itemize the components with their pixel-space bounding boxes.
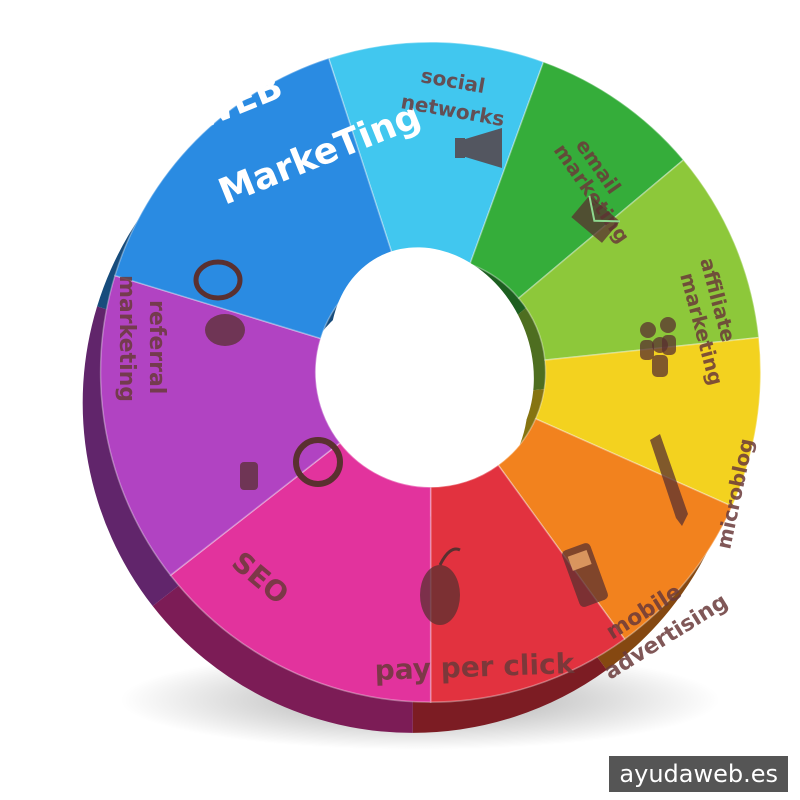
speech-bubbles-icon (193, 259, 245, 346)
ring-top (99, 41, 762, 703)
segment-referral (99, 274, 342, 577)
segment-seo (169, 441, 432, 703)
megaphone-icon (455, 128, 502, 168)
segment-ppc (429, 464, 626, 703)
envelope-icon (571, 195, 620, 243)
magnifier-icon (240, 437, 343, 490)
svg-text:referral: referral (144, 300, 169, 394)
watermark: ayudaweb.es (609, 756, 788, 792)
pencil-icon (650, 434, 688, 526)
ring-hole (330, 247, 534, 477)
mobile-phone-icon (562, 543, 608, 607)
segment-email (468, 61, 685, 300)
segment-affiliate (517, 158, 760, 361)
people-group-icon (640, 317, 676, 377)
segment-microblog (534, 336, 762, 508)
label-pay-per-click: pay per click (374, 647, 576, 687)
label-referral-marketing: referral marketing (114, 275, 169, 402)
svg-text:marketing: marketing (114, 275, 139, 402)
segment-mobile (497, 417, 734, 641)
mouse-icon (420, 547, 461, 625)
